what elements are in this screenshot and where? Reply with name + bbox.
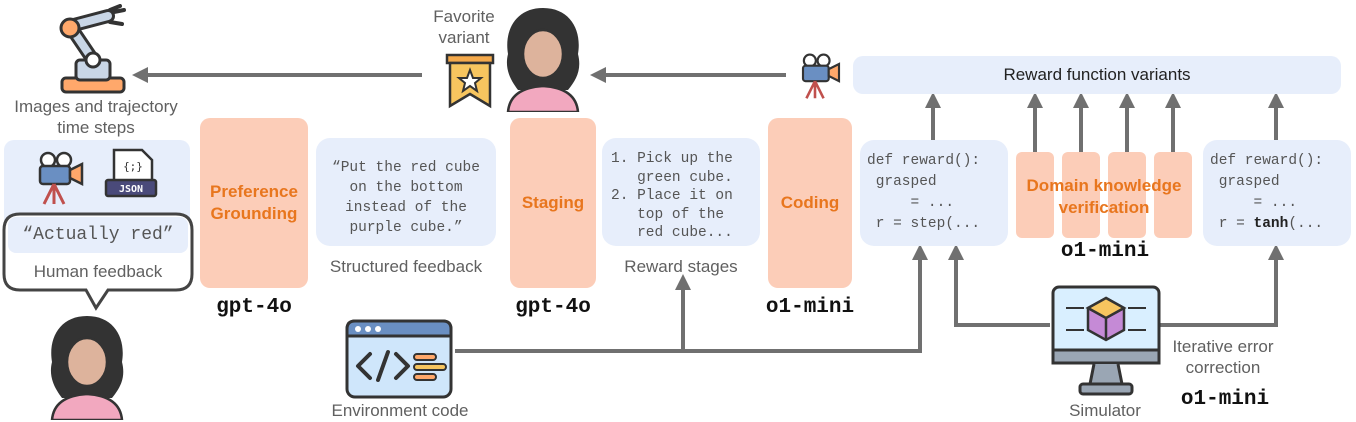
video-camera-icon xyxy=(38,151,84,205)
quote-box xyxy=(8,217,188,253)
model-label-domain: o1-mini xyxy=(1060,240,1150,263)
reward-variants-bar: Reward function variants xyxy=(853,56,1341,94)
iterative-correction-label: Iterative error correction xyxy=(1172,337,1274,377)
bookmark-star-icon xyxy=(445,53,495,109)
stage-coding: Coding xyxy=(768,118,852,288)
model-label-preference: gpt-4o xyxy=(216,296,292,319)
svg-text:{;}: {;} xyxy=(123,160,143,173)
user-avatar-top xyxy=(506,8,580,112)
code-box-right xyxy=(1203,140,1351,246)
structured-feedback-box xyxy=(316,138,496,246)
human-quote: “Actually red” xyxy=(22,225,174,245)
model-label-staging: gpt-4o xyxy=(515,296,591,319)
simulator-to-code-line xyxy=(948,244,1050,327)
human-avatar xyxy=(50,316,124,420)
environment-code-label: Environment code xyxy=(331,401,469,420)
reward-stages-box xyxy=(602,138,760,246)
domain-knowledge-label: Domain knowledge verification xyxy=(1026,176,1182,217)
human-feedback-label: Human feedback xyxy=(33,262,163,281)
svg-text:JSON: JSON xyxy=(119,184,143,195)
model-label-coding: o1-mini xyxy=(765,296,855,319)
code-right-text: def reward(): grasped = ... r = tanh(... xyxy=(1210,153,1324,232)
code-window-icon xyxy=(345,319,453,399)
code-box-left xyxy=(860,140,1008,246)
images-trajectory-label: Images and trajectory time steps xyxy=(14,97,178,137)
robot-arm-icon xyxy=(59,4,126,94)
simulator-label: Simulator xyxy=(1069,401,1141,420)
reward-stages-label: Reward stages xyxy=(624,257,738,276)
reward-stages-list: 1. Pick up the green cube. 2. Place it o… xyxy=(611,151,733,241)
simulator-to-right-code-line xyxy=(1160,244,1284,327)
domain-block-2 xyxy=(1062,152,1100,238)
simulator-monitor-icon xyxy=(1051,285,1161,396)
code-left-text: def reward(): grasped = ... r = step(... xyxy=(867,153,981,232)
structured-feedback-label: Structured feedback xyxy=(329,257,483,276)
model-label-iterative: o1-mini xyxy=(1180,388,1270,411)
env-code-line xyxy=(455,244,928,353)
json-file-icon: {;} JSON xyxy=(104,148,158,198)
domain-block-3 xyxy=(1108,152,1146,238)
favorite-variant-label: Favorite variant xyxy=(433,7,495,47)
structured-feedback-text: “Put the red cube on the bottom instead … xyxy=(332,160,480,236)
stage-staging: Staging xyxy=(510,118,596,288)
camera-icon-right xyxy=(801,53,841,99)
domain-block-4 xyxy=(1154,152,1192,238)
domain-block-1 xyxy=(1016,152,1054,238)
